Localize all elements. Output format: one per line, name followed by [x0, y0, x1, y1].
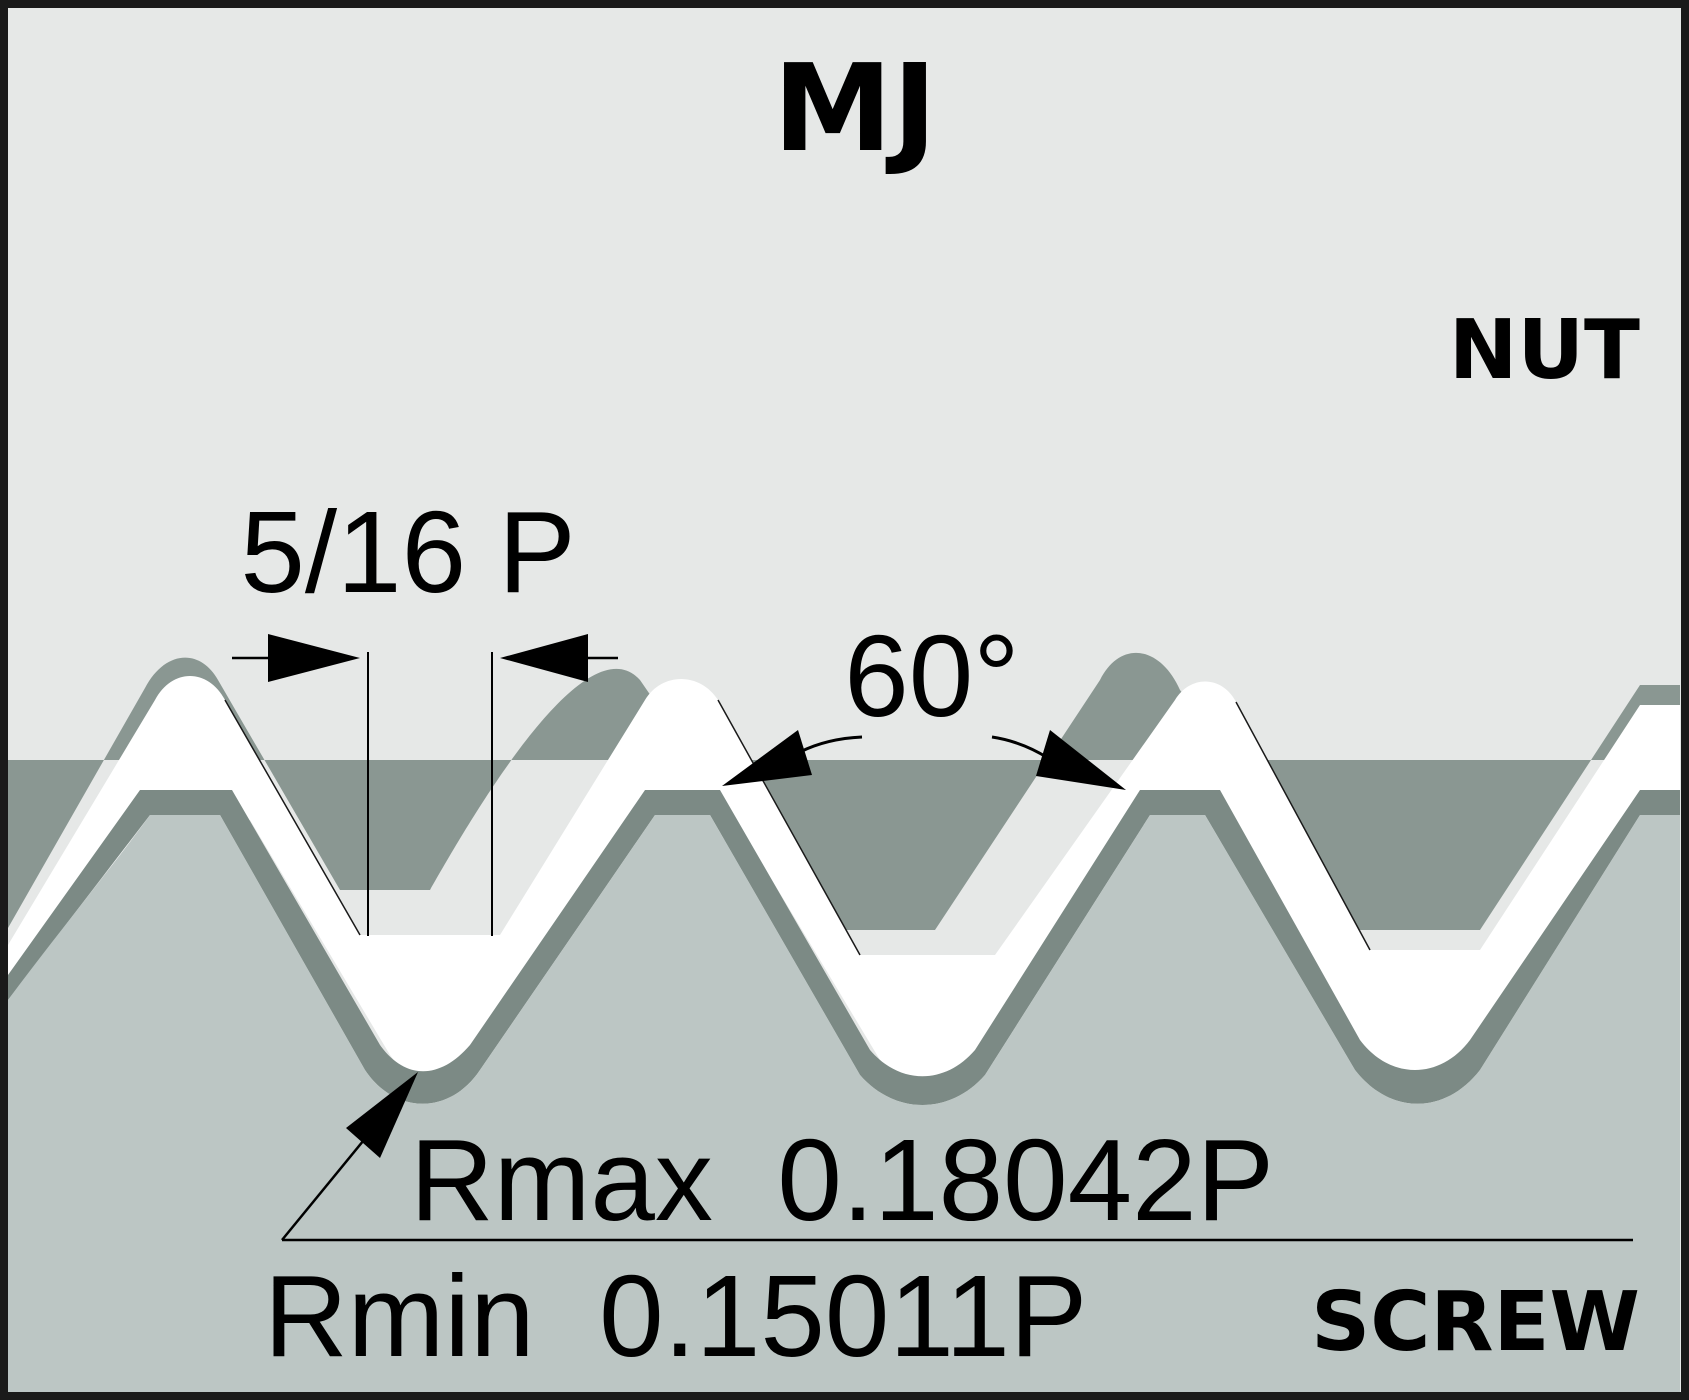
thread-angle-label: 60°	[844, 611, 1019, 741]
clearance-gap	[8, 676, 1680, 1094]
arrowhead-right	[500, 634, 588, 682]
diagram-title: MJ	[773, 40, 937, 179]
nut-label: NUT	[1449, 303, 1640, 398]
nut-thread-shadow	[8, 652, 1680, 930]
arrowhead-angle-left	[722, 730, 812, 786]
leader-diagonal	[281, 1134, 369, 1241]
flat-width-label: 5/16 P	[240, 487, 575, 617]
root-radius-min-label: Rmin 0.15011P	[264, 1251, 1087, 1381]
root-radius-leader	[281, 1072, 1633, 1242]
angle-arc-left	[799, 735, 863, 754]
nut-profile-line	[224, 699, 1371, 956]
screw-body	[8, 815, 1680, 1395]
screw-thread-shadow	[8, 790, 1680, 1105]
arrowhead-radius	[346, 1072, 418, 1158]
thread-angle-dimension: 60°	[722, 611, 1126, 790]
screw-label: SCREW	[1311, 1275, 1640, 1370]
arrowhead-left	[268, 634, 360, 682]
root-radius-max-label: Rmax 0.18042P	[410, 1115, 1274, 1245]
flat-width-dimension: 5/16 P	[232, 487, 618, 936]
arrowhead-angle-right	[1036, 730, 1126, 790]
